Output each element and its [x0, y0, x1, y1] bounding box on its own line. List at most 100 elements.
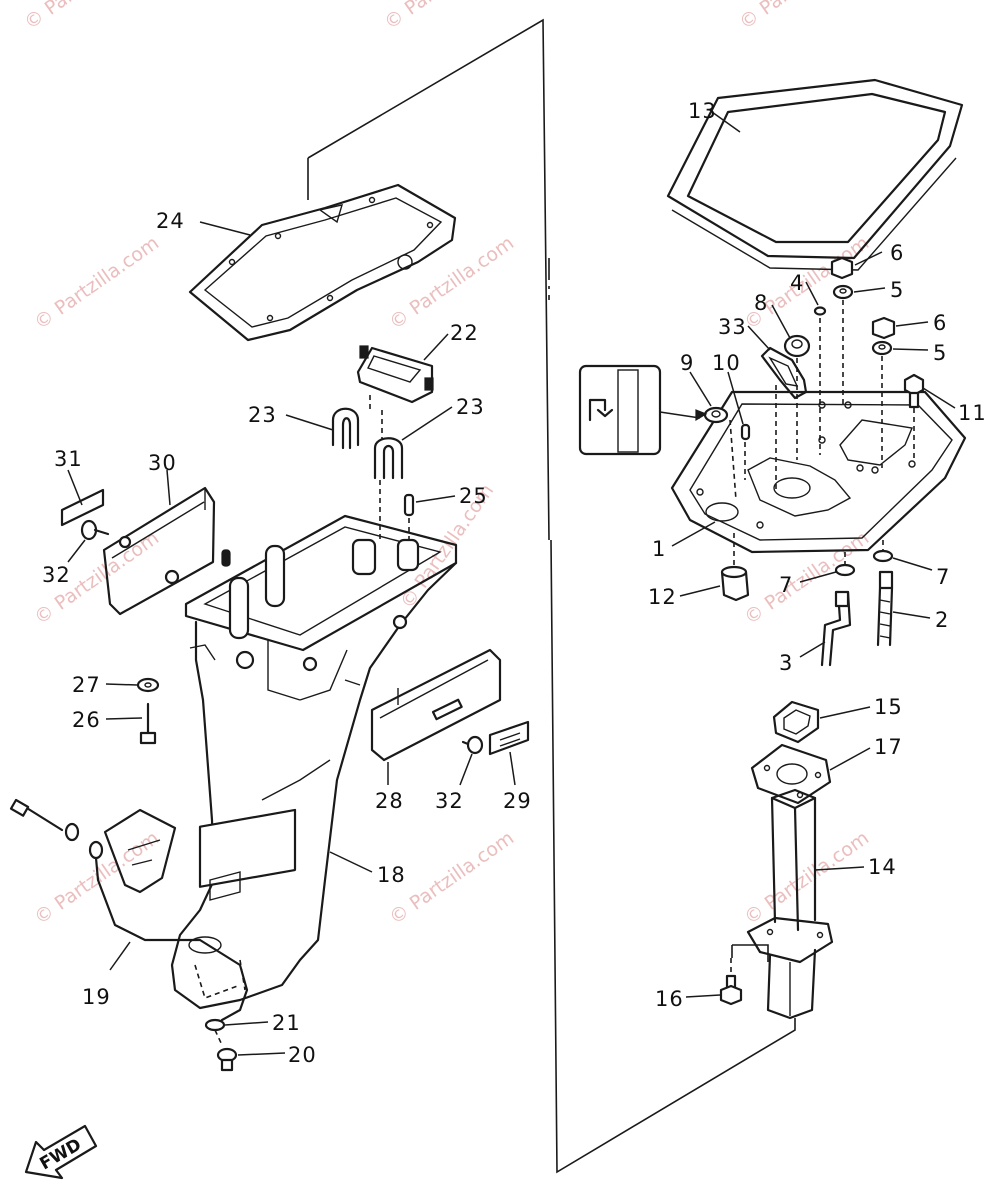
nipple-top [720, 565, 748, 579]
plate-channel [747, 457, 852, 517]
bolt-26 [139, 702, 157, 745]
assembly-frame-lines [307, 18, 796, 1174]
washer-27 [136, 677, 160, 693]
decal-dots [499, 732, 521, 747]
tube-fitting [834, 590, 850, 608]
callout-17: 17 [874, 735, 903, 759]
washer [871, 340, 893, 356]
cable-shield-detail [127, 839, 161, 866]
callout-3: 3 [779, 651, 793, 675]
seal-15 [772, 700, 820, 744]
callout-5: 5 [890, 278, 904, 302]
callout-26: 26 [72, 708, 101, 732]
callout-9: 9 [680, 351, 694, 375]
leader-32a [67, 539, 86, 563]
gasket-hole [368, 196, 376, 204]
pin-10 [740, 423, 751, 480]
leader-29 [509, 751, 516, 786]
watermark: © Partzilla.com [740, 527, 873, 629]
callout-13: 13 [688, 99, 717, 123]
guide-flange [746, 916, 834, 964]
bolt-head [139, 731, 157, 745]
callout-15: 15 [874, 695, 903, 719]
grommet [783, 334, 811, 358]
casing-boss [392, 614, 408, 630]
callout-22: 22 [450, 321, 479, 345]
plate-hole [908, 460, 916, 468]
nut [871, 316, 896, 340]
seal-inner [783, 709, 811, 735]
casing-tube [228, 576, 250, 640]
hose [876, 586, 894, 647]
plate-port [705, 502, 739, 522]
casing-boss [302, 656, 318, 672]
washer [834, 563, 856, 577]
leader-15 [819, 706, 871, 719]
seal [703, 406, 729, 424]
nut-6b [871, 316, 896, 340]
bolt-head [903, 373, 925, 397]
bolt-head [466, 735, 484, 755]
casing-contour [261, 759, 331, 801]
callout-20: 20 [288, 1043, 317, 1067]
nut [830, 256, 854, 280]
callout-labels: 24 22 23 23 25 31 30 32 27 26 28 32 29 1… [42, 99, 986, 1067]
water-hose-2 [876, 570, 894, 647]
plate-outline [670, 390, 967, 554]
seal-marker [695, 409, 708, 422]
grommet-hole [791, 339, 803, 349]
leader-8 [771, 304, 791, 339]
bolt-shank [93, 528, 110, 536]
bolt-32a [80, 519, 110, 541]
plate-hole [818, 436, 826, 444]
callout-1: 1 [652, 537, 666, 561]
casing-body [170, 561, 458, 1010]
guide-top [770, 788, 817, 810]
bracket-22 [356, 345, 434, 410]
leader-7a [799, 571, 837, 583]
bolt-shank [908, 391, 920, 409]
leader-32b [459, 753, 473, 786]
hose-clamp-23a [331, 407, 360, 450]
gasket-outline [760, 346, 808, 400]
clamp-outline [373, 437, 404, 480]
callout-12: 12 [648, 585, 677, 609]
callout-32: 32 [42, 563, 71, 587]
hose-texture [879, 599, 891, 639]
leader-33 [747, 325, 771, 351]
nut-6a [830, 256, 854, 280]
watermark: © Partzilla.com [740, 827, 873, 929]
callout-31: 31 [54, 447, 83, 471]
callout-6: 6 [933, 311, 947, 335]
bolt-body [220, 1058, 234, 1072]
bolt-20 [214, 1029, 238, 1072]
casing-hidden-line [194, 959, 246, 1000]
leader-3 [799, 641, 826, 658]
washer [204, 1018, 226, 1032]
plate-cutout [839, 419, 913, 466]
detail-tube [617, 369, 639, 453]
seal-outline [772, 700, 820, 744]
pin [403, 493, 415, 517]
callout-10: 10 [712, 351, 741, 375]
callout-30: 30 [148, 451, 177, 475]
casing-tube [396, 538, 420, 572]
cover-pin [344, 679, 399, 705]
leader-18 [329, 851, 373, 873]
leader-1 [671, 521, 716, 547]
seal-hole [711, 410, 721, 418]
gasket-hole [228, 258, 236, 266]
callout-24: 24 [156, 209, 185, 233]
upper-casing-18 [170, 514, 458, 1010]
detail-inset [578, 364, 701, 456]
left-assembly-frame [307, 18, 550, 541]
gasket-outline [750, 743, 832, 805]
callout-7: 7 [936, 565, 950, 589]
leader-4 [805, 281, 819, 306]
leader-23b [401, 406, 453, 441]
gasket-tab [318, 204, 344, 224]
gasket-outline [188, 183, 457, 342]
callout-28: 28 [375, 789, 404, 813]
plate-hole [818, 401, 826, 409]
